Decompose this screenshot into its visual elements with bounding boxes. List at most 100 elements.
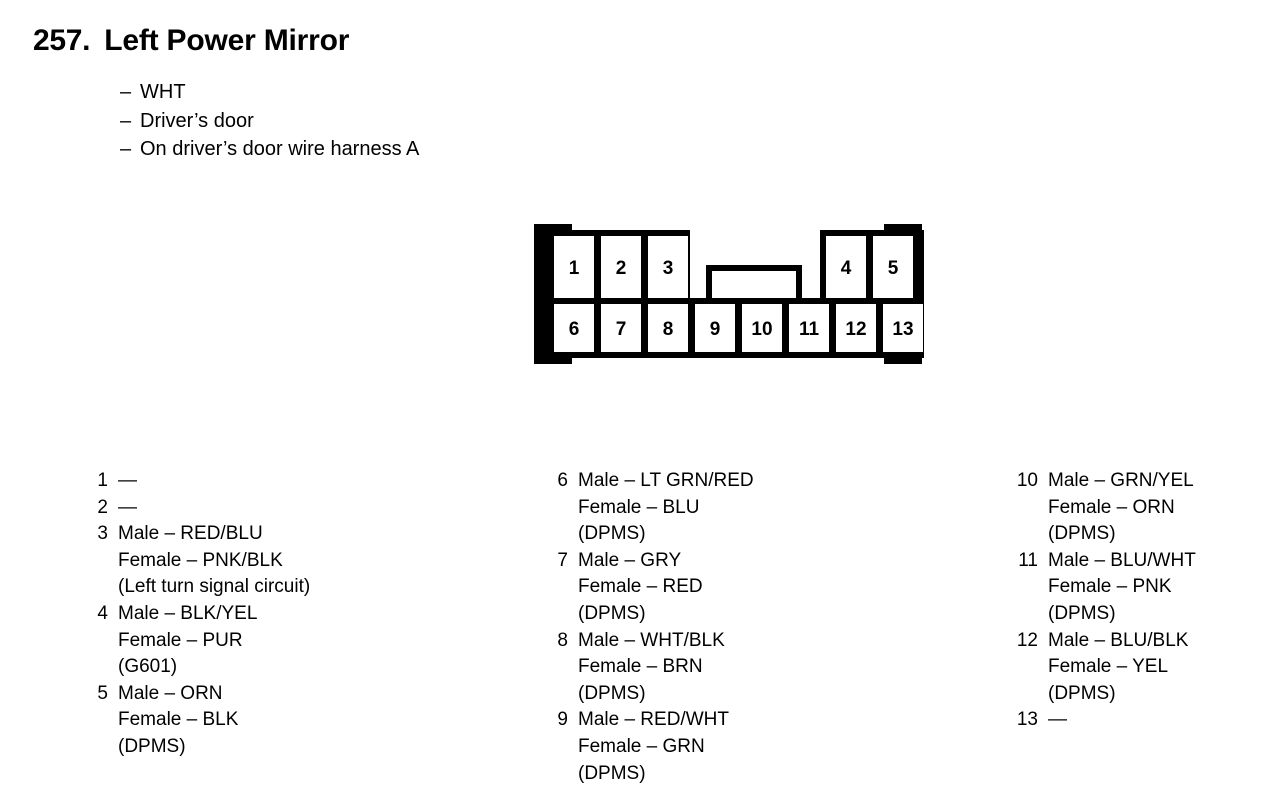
pin-entry-index: 6 (557, 470, 568, 491)
keying-notch-interior (712, 271, 796, 298)
pin-entry-index: 5 (97, 682, 108, 704)
subtitle-item: – WHT (120, 78, 419, 107)
pin-entry-line: (DPMS) (578, 602, 646, 624)
pin-entry-line: Female – ORN (1048, 496, 1175, 518)
entry-number: 257. (33, 24, 91, 57)
pin-entry-line: Male – GRY (578, 549, 682, 571)
pin-entry-index: 1 (97, 470, 108, 491)
notch-left-gap (690, 230, 706, 298)
pin-label-12: 12 (845, 319, 866, 340)
pin-label-11: 11 (799, 319, 820, 340)
pin-label-3: 3 (663, 258, 674, 279)
pin-label-4: 4 (841, 258, 852, 279)
pin-entry-line: (DPMS) (578, 523, 646, 545)
subtitle-list: – WHT – Driver’s door – On driver’s door… (120, 78, 419, 164)
pin-entry-line: Male – BLU/BLK (1048, 629, 1189, 651)
pin-cell-11 (789, 304, 829, 352)
pin-entry-index: 12 (1016, 629, 1038, 651)
pin-entry-line: Male – ORN (118, 682, 223, 704)
pin-entry-lines: Male – BLU/WHT Female – PNK (DPMS) (1048, 548, 1280, 628)
pin-entry-line: (DPMS) (1048, 602, 1116, 624)
pin-entry-line: Female – BLK (118, 709, 239, 731)
pin-entry-line: (DPMS) (118, 735, 186, 757)
pin-entry-lines: — (118, 495, 516, 522)
subtitle-item: – On driver’s door wire harness A (120, 135, 419, 164)
pin-label-13: 13 (892, 319, 913, 340)
pin-entry-lines: Male – WHT/BLK Female – BRN (DPMS) (578, 628, 976, 708)
pin-cell-4 (826, 236, 866, 298)
pin-entry-line: (Left turn signal circuit) (118, 576, 311, 598)
pin-entry: 11 Male – BLU/WHT Female – PNK (DPMS) (1014, 548, 1280, 628)
pin-label-10: 10 (751, 319, 772, 340)
pin-entry-lines: Male – BLK/YEL Female – PUR (G601) (118, 601, 516, 681)
pin-entry-index: 2 (97, 496, 108, 518)
pin-entry-line: — (118, 470, 137, 491)
subtitle-item: – Driver’s door (120, 107, 419, 136)
pin-entry-index: 7 (557, 549, 568, 571)
pin-entry-line: Female – PNK/BLK (118, 549, 283, 571)
pin-entry: 4 Male – BLK/YEL Female – PUR (G601) (96, 601, 516, 681)
notch-right-gap (802, 230, 820, 298)
pin-cell-12 (836, 304, 876, 352)
pin-entry-lines: Male – GRY Female – RED (DPMS) (578, 548, 976, 628)
pin-entry-line: Male – RED/BLU (118, 523, 263, 545)
subtitle-text: Driver’s door (140, 109, 254, 132)
pin-entry-lines: Male – LT GRN/RED Female – BLU (DPMS) (578, 468, 976, 548)
pin-entry-index: 10 (1016, 470, 1038, 491)
pin-entry-line: Male – BLK/YEL (118, 602, 258, 624)
pin-entry-lines: Male – RED/WHT Female – GRN (DPMS) (578, 707, 976, 787)
pin-entry-line: Female – RED (578, 576, 703, 598)
pin-entry-line: Female – GRN (578, 735, 705, 757)
pin-entry: 1 — (96, 468, 516, 495)
pin-entry-line: Male – WHT/BLK (578, 629, 725, 651)
pin-entry-index: 9 (557, 709, 568, 731)
subtitle-text: On driver’s door wire harness A (140, 138, 420, 160)
pin-label-6: 6 (569, 319, 580, 340)
dash-marker: – (120, 81, 132, 103)
pin-entry: 3 Male – RED/BLU Female – PNK/BLK (Left … (96, 521, 516, 601)
pin-cell-10 (742, 304, 782, 352)
pin-entry-index: 13 (1016, 709, 1038, 731)
pin-listing-column-1: 1 — 2 — 3 Male – RED/BLU Female – PNK/BL… (96, 468, 516, 761)
pin-entry: 10 Male – GRN/YEL Female – ORN (DPMS) (1014, 468, 1280, 548)
pin-entry-line: (DPMS) (1048, 682, 1116, 704)
pin-entry-line: — (1048, 709, 1067, 731)
page-title: 257. Left Power Mirror (33, 24, 349, 58)
pin-entry: 9 Male – RED/WHT Female – GRN (DPMS) (556, 707, 976, 787)
subtitle-text: WHT (140, 81, 186, 103)
pin-entry-line: (DPMS) (1048, 523, 1116, 545)
pin-listing-column-2: 6 Male – LT GRN/RED Female – BLU (DPMS) … (556, 468, 976, 787)
pin-entry-line: Female – BLU (578, 496, 700, 518)
pin-entry: 13 — (1014, 707, 1280, 734)
pin-label-7: 7 (616, 319, 627, 340)
pin-entry-line: Male – BLU/WHT (1048, 549, 1196, 571)
connector-diagram: 1 2 3 4 5 6 7 8 9 10 11 12 13 (528, 218, 938, 370)
pin-entry: 8 Male – WHT/BLK Female – BRN (DPMS) (556, 628, 976, 708)
pin-entry-index: 8 (557, 629, 568, 651)
pin-label-8: 8 (663, 319, 674, 340)
pin-entry-line: Female – BRN (578, 656, 703, 678)
pin-cell-1 (554, 236, 594, 298)
pin-entry-lines: Male – GRN/YEL Female – ORN (DPMS) (1048, 468, 1280, 548)
pin-entry-line: Male – LT GRN/RED (578, 470, 754, 491)
pin-cell-5 (873, 236, 913, 298)
pin-entry-lines: — (118, 468, 516, 495)
pin-entry-line: Female – PUR (118, 629, 243, 651)
pin-label-2: 2 (616, 258, 627, 279)
pin-entry-line: (G601) (118, 656, 178, 678)
pin-entry-index: 4 (97, 602, 108, 624)
pin-label-9: 9 (710, 319, 721, 340)
pin-cell-6 (554, 304, 594, 352)
pin-entry: 5 Male – ORN Female – BLK (DPMS) (96, 681, 516, 761)
pin-cell-13 (883, 304, 923, 352)
pin-cell-8 (648, 304, 688, 352)
pin-entry: 12 Male – BLU/BLK Female – YEL (DPMS) (1014, 628, 1280, 708)
pin-entry-line: Female – YEL (1048, 656, 1169, 678)
dash-marker: – (120, 109, 132, 132)
pin-entry-line: (DPMS) (578, 762, 646, 784)
pin-entry-line: Female – PNK (1048, 576, 1172, 598)
pin-entry: 6 Male – LT GRN/RED Female – BLU (DPMS) (556, 468, 976, 548)
pin-entry: 7 Male – GRY Female – RED (DPMS) (556, 548, 976, 628)
pin-entry-line: Male – GRN/YEL (1048, 470, 1194, 491)
pin-entry-lines: Male – BLU/BLK Female – YEL (DPMS) (1048, 628, 1280, 708)
